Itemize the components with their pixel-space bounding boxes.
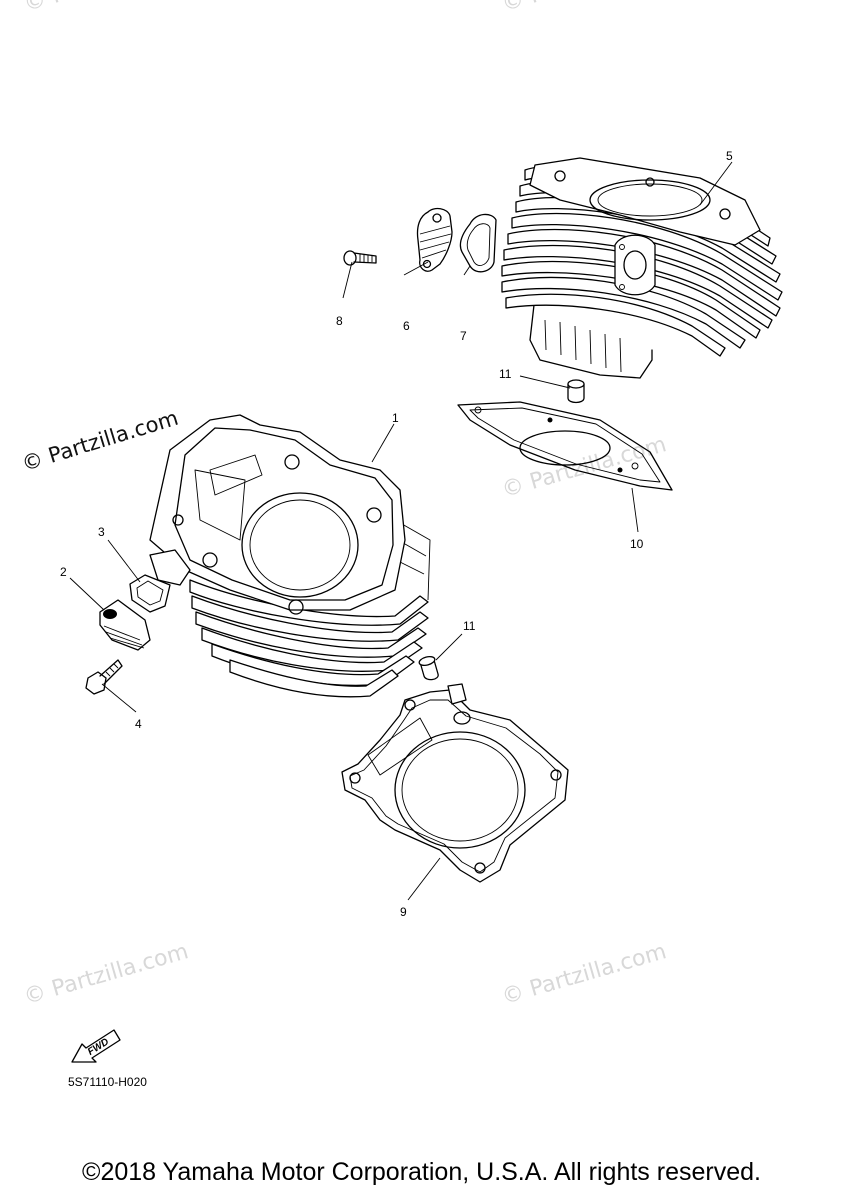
manifold-joint-part bbox=[416, 207, 453, 272]
forward-direction-arrow: FWD bbox=[71, 1029, 121, 1063]
port-cover-part bbox=[99, 599, 151, 651]
part-number-4: 4 bbox=[135, 717, 142, 731]
manifold-gasket-part bbox=[459, 213, 497, 273]
part-number-2: 2 bbox=[60, 565, 67, 579]
part-number-9: 9 bbox=[400, 905, 407, 919]
dowel-pin-lower bbox=[418, 655, 439, 681]
part-number-11-lower: 11 bbox=[463, 619, 476, 633]
part-number-10: 10 bbox=[630, 537, 644, 551]
diagram-code: 5S71110-H020 bbox=[68, 1075, 147, 1089]
dowel-pin-upper bbox=[567, 379, 585, 404]
upper-cylinder-gasket bbox=[457, 401, 673, 491]
part-number-6: 6 bbox=[403, 319, 410, 333]
bolt-part-8 bbox=[343, 250, 377, 266]
part-number-1: 1 bbox=[392, 411, 399, 425]
rear-cylinder-part bbox=[501, 157, 783, 379]
part-number-8: 8 bbox=[336, 314, 343, 328]
bolt-part-4 bbox=[85, 659, 123, 695]
part-number-5: 5 bbox=[726, 149, 733, 163]
part-number-11-upper: 11 bbox=[499, 367, 512, 381]
copyright-notice: ©2018 Yamaha Motor Corporation, U.S.A. A… bbox=[82, 1158, 761, 1186]
leader-lines bbox=[69, 161, 733, 901]
cylinder-base-gasket bbox=[341, 683, 569, 883]
front-cylinder-part bbox=[149, 414, 431, 698]
port-gasket-part bbox=[129, 574, 171, 613]
part-number-3: 3 bbox=[98, 525, 105, 539]
part-number-7: 7 bbox=[460, 329, 467, 343]
